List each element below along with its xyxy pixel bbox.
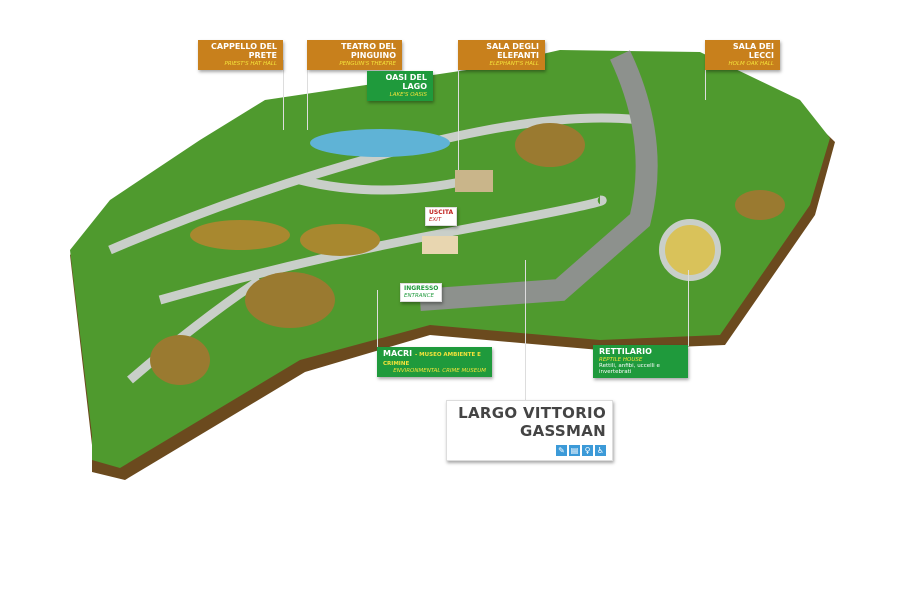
enclosure	[245, 272, 335, 328]
reptile-house	[659, 219, 721, 281]
label-subtitle: EXIT	[429, 216, 442, 223]
leader-line	[377, 290, 378, 348]
facility-icons: ✎▤♀♿	[453, 439, 606, 457]
leader-line	[283, 60, 284, 130]
wheelchair-icon: ♿	[595, 445, 606, 457]
label-title-row: MACRI - MUSEO AMBIENTE E CRIMINE	[383, 349, 486, 368]
label-title: SALA DEGLI ELEFANTI	[486, 42, 539, 60]
road	[419, 50, 658, 311]
label-title: LARGO VITTORIO GASSMAN	[458, 404, 606, 440]
label-title: SALA DEI LECCI	[732, 42, 774, 60]
label-subtitle: ENTRANCE	[404, 292, 434, 299]
label-title: INGRESSO	[404, 285, 439, 292]
label-title: OASI DEL LAGO	[385, 73, 427, 91]
label-subtitle: HOLM OAK HALL	[728, 60, 775, 67]
leader-line	[525, 260, 526, 400]
label-title: TEATRO DEL PINGUINO	[341, 42, 396, 60]
enclosure	[150, 335, 210, 385]
info-icon: ▤	[569, 445, 580, 457]
leader-line	[705, 60, 706, 100]
entrance-building	[422, 236, 458, 254]
label-subtitle: REPTILE HOUSE	[599, 356, 643, 363]
label-subtitle: LAKE'S OASIS	[389, 91, 427, 98]
leader-line	[688, 270, 689, 346]
label-description: Rettili, anfibi, uccelli e invertebrati	[599, 362, 660, 375]
label-subtitle: ELEPHANT'S HALL	[489, 60, 539, 67]
label-subtitle: ENVIRONMENTAL CRIME MUSEUM	[393, 367, 486, 374]
leader-line	[458, 60, 459, 170]
restroom-icon: ♀	[582, 445, 593, 457]
label-title: CAPPELLO DEL PRETE	[211, 42, 277, 60]
label-largo-vittorio-gassman[interactable]: LARGO VITTORIO GASSMAN✎▤♀♿	[446, 400, 613, 461]
enclosure	[515, 123, 585, 167]
elephant-hall	[455, 170, 493, 192]
enclosure	[190, 220, 290, 250]
enclosure	[300, 224, 380, 256]
label-title: MACRI	[383, 349, 413, 358]
enclosure	[735, 190, 785, 220]
label-title: RETTILARIO	[599, 347, 652, 356]
leader-line	[307, 60, 308, 130]
lake	[310, 129, 450, 157]
ticket-icon: ✎	[556, 445, 567, 457]
label-title: USCITA	[429, 209, 454, 216]
label-subtitle: PRIEST'S HAT HALL	[224, 60, 277, 67]
label-subtitle: PENGUIN'S THEATRE	[339, 60, 396, 67]
label-title-extra: - MUSEO AMBIENTE E CRIMINE	[383, 352, 481, 367]
